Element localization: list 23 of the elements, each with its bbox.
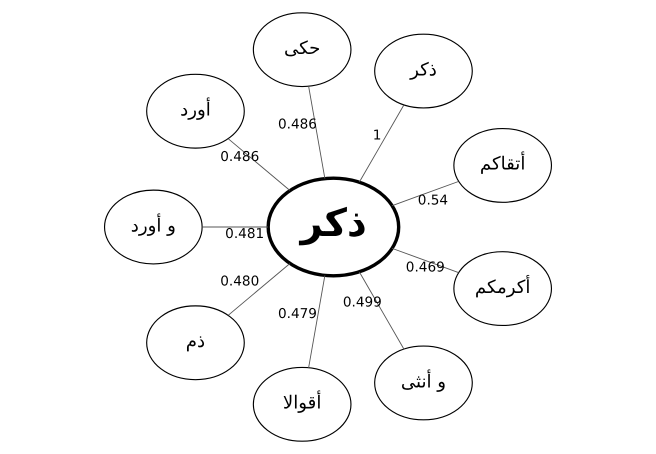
edge-label: 0.480 xyxy=(220,274,260,290)
edge-label: 1 xyxy=(372,128,382,144)
edge-label: 0.481 xyxy=(225,226,264,242)
node-ellipse: أورد xyxy=(146,74,245,149)
connector xyxy=(392,181,459,206)
edge-label: 0.54 xyxy=(418,192,448,208)
node-ellipse: أكرمكم xyxy=(453,251,552,326)
node-ellipse: أتقاكم xyxy=(453,128,552,203)
node-ellipse: ذكر xyxy=(266,176,400,278)
connector xyxy=(392,248,459,273)
edge-label: 0.479 xyxy=(278,306,317,322)
node-ellipse: ذكر xyxy=(374,34,473,108)
node-ellipse: و أورد xyxy=(104,190,203,264)
node-ellipse: حكى xyxy=(252,12,352,88)
connector xyxy=(359,104,404,182)
connector xyxy=(228,263,290,316)
node-ellipse: ذم xyxy=(146,305,245,380)
connector xyxy=(202,226,268,228)
node-ellipse: و أنثى xyxy=(374,346,473,420)
connector xyxy=(308,86,326,179)
node-ellipse: أقوالا xyxy=(252,366,352,442)
edge-label: 0.469 xyxy=(406,259,445,276)
connector xyxy=(308,275,326,368)
